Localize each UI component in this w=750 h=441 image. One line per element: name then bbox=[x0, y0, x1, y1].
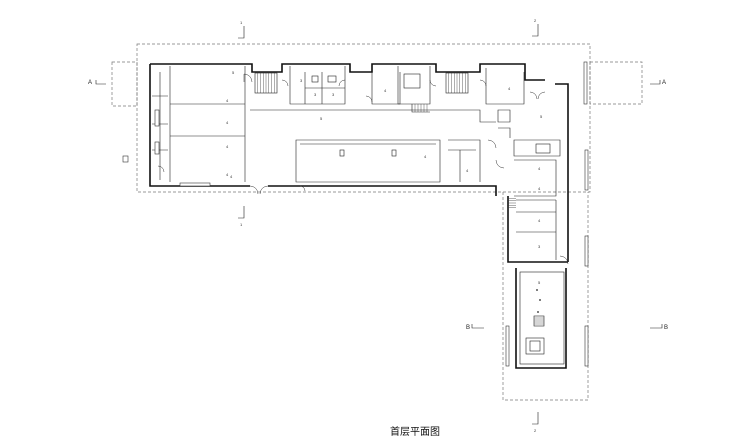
room-tag: 3 bbox=[314, 92, 317, 97]
stair-east bbox=[445, 72, 469, 94]
axis-1-bottom: 1 bbox=[240, 222, 243, 227]
stair-west bbox=[254, 72, 278, 94]
room-tag: 4 bbox=[538, 186, 541, 191]
room-tag: 4 bbox=[226, 172, 229, 177]
room-tag: 4 bbox=[466, 168, 469, 173]
room-tag: 4 bbox=[226, 98, 229, 103]
service-rooms-north bbox=[289, 66, 525, 113]
section-markers: A A B B bbox=[88, 80, 668, 331]
doors bbox=[157, 73, 569, 265]
room-tag: 5 bbox=[232, 70, 235, 75]
room-tag: 4 bbox=[384, 88, 387, 93]
exterior-walls bbox=[149, 63, 569, 369]
axis-2-top: 2 bbox=[534, 18, 537, 23]
section-a-right: A bbox=[662, 80, 666, 86]
room-tag: 4 bbox=[538, 218, 541, 223]
room-tag: 4 bbox=[424, 154, 427, 159]
room-tag: 4 bbox=[538, 166, 541, 171]
room-tag: 5 bbox=[320, 116, 323, 121]
room-tag: 4 bbox=[508, 86, 511, 91]
section-b-right: B bbox=[664, 325, 668, 331]
room-tag: 5 bbox=[540, 114, 543, 119]
axis-markers: 1 2 1 2 bbox=[122, 18, 588, 433]
room-tag: 3 bbox=[300, 78, 303, 83]
south-core bbox=[519, 271, 565, 365]
east-rooms bbox=[505, 139, 589, 367]
drawing-caption: 首层平面图 bbox=[390, 425, 440, 438]
corridor bbox=[250, 109, 511, 183]
room-tag: 4 bbox=[226, 120, 229, 125]
west-rooms bbox=[152, 66, 246, 187]
section-b-left: B bbox=[466, 325, 470, 331]
room-tags: 4 4 4 4 3 3 3 4 4 5 4 4 4 4 4 3 4 5 5 5 bbox=[226, 70, 543, 285]
section-a-left: A bbox=[88, 80, 92, 86]
roof-outline bbox=[111, 43, 643, 401]
room-tag: 3 bbox=[538, 244, 541, 249]
axis-2-bottom: 2 bbox=[534, 428, 537, 433]
axis-1-top: 1 bbox=[240, 20, 243, 25]
room-tag: 3 bbox=[332, 92, 335, 97]
room-tag: 4 bbox=[226, 144, 229, 149]
room-tag: 5 bbox=[538, 280, 541, 285]
room-tag: 4 bbox=[230, 174, 233, 179]
